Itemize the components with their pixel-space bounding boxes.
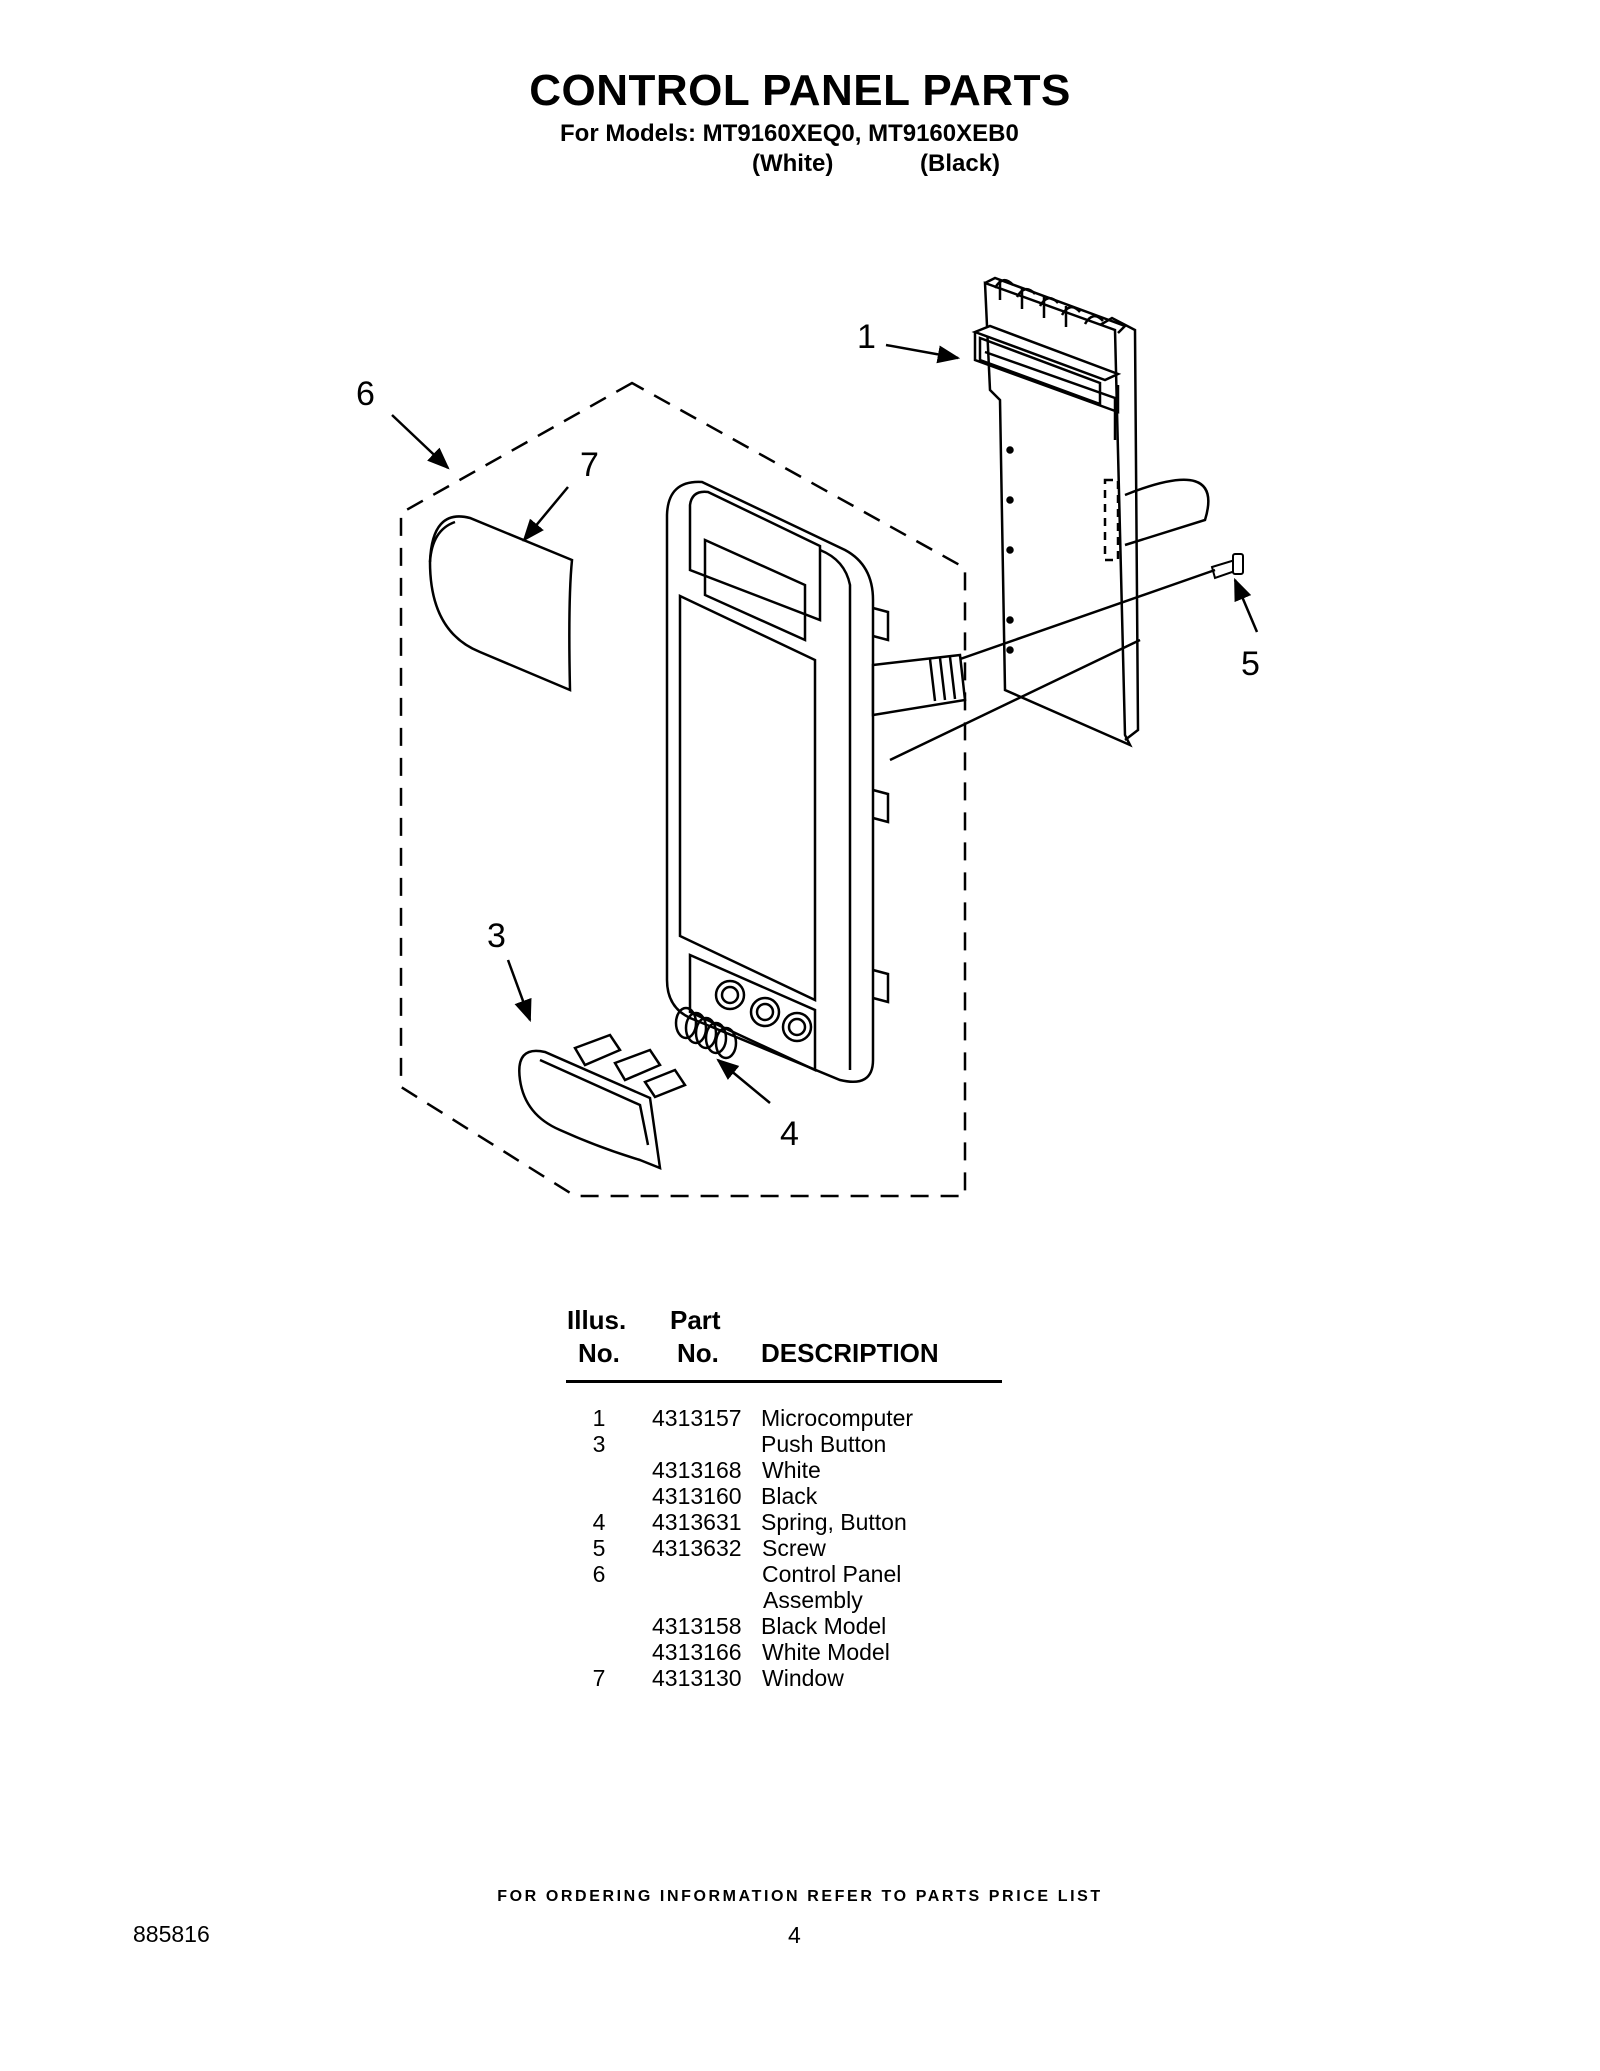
- row-part: 4313160: [652, 1483, 742, 1509]
- row-illus: 7: [592, 1665, 606, 1691]
- row-desc: Control Panel: [762, 1561, 902, 1587]
- header-illus-line2: No.: [578, 1338, 620, 1368]
- row-part: 4313166: [652, 1639, 742, 1665]
- header-rule: [566, 1380, 1002, 1383]
- push-button-part: [518, 1033, 687, 1170]
- button-spring: [674, 1006, 738, 1060]
- row-part: 4313158: [652, 1613, 742, 1639]
- header-description: DESCRIPTION: [761, 1338, 939, 1368]
- callout-1: 1: [857, 318, 876, 356]
- row-desc: Black Model: [761, 1613, 887, 1639]
- callout-4: 4: [780, 1115, 799, 1153]
- row-desc: Microcomputer: [761, 1405, 914, 1431]
- row-illus: 1: [592, 1405, 606, 1431]
- row-part: 4313632: [652, 1535, 742, 1561]
- row-desc: Push Button: [761, 1431, 887, 1457]
- row-illus: 4: [592, 1509, 606, 1535]
- window-part: [428, 515, 574, 692]
- row-desc: Black: [761, 1483, 818, 1509]
- row-desc: White Model: [762, 1639, 890, 1665]
- screw: [1210, 553, 1244, 580]
- header-part-line2: No.: [677, 1338, 719, 1368]
- row-illus: 3: [592, 1431, 606, 1457]
- row-illus: 5: [592, 1535, 606, 1561]
- callout-7: 7: [580, 446, 599, 484]
- callout-6: 6: [356, 375, 375, 413]
- row-part: 4313130: [652, 1665, 742, 1691]
- control-panel-housing: [665, 480, 967, 1083]
- row-desc: White: [762, 1457, 821, 1483]
- row-desc: Window: [762, 1665, 844, 1691]
- row-desc: Assembly: [763, 1587, 863, 1613]
- variant-black: (Black): [920, 150, 1001, 177]
- header-illus-line1: Illus.: [567, 1305, 627, 1335]
- variant-white: (White): [752, 150, 834, 177]
- row-part: 4313157: [652, 1405, 742, 1431]
- document-number: 885816: [133, 1921, 210, 1947]
- header-part-line1: Part: [670, 1305, 721, 1335]
- models-line: For Models: MT9160XEQ0, MT9160XEB0: [560, 120, 1019, 147]
- row-desc: Screw: [762, 1535, 826, 1561]
- callout-5: 5: [1241, 645, 1260, 683]
- microcomputer-board: [971, 276, 1210, 748]
- page-title: CONTROL PANEL PARTS: [529, 66, 1071, 115]
- row-part: 4313631: [652, 1509, 742, 1535]
- callout-3: 3: [487, 917, 506, 955]
- exploded-parts-diagram: 1 6 7 5 3 4: [356, 276, 1260, 1198]
- callout-arrows: [391, 343, 1259, 1104]
- page-number: 4: [788, 1922, 801, 1948]
- row-desc: Spring, Button: [761, 1509, 907, 1535]
- row-illus: 6: [592, 1561, 606, 1587]
- row-part: 4313168: [652, 1457, 742, 1483]
- ordering-footer: FOR ORDERING INFORMATION REFER TO PARTS …: [497, 1888, 1103, 1905]
